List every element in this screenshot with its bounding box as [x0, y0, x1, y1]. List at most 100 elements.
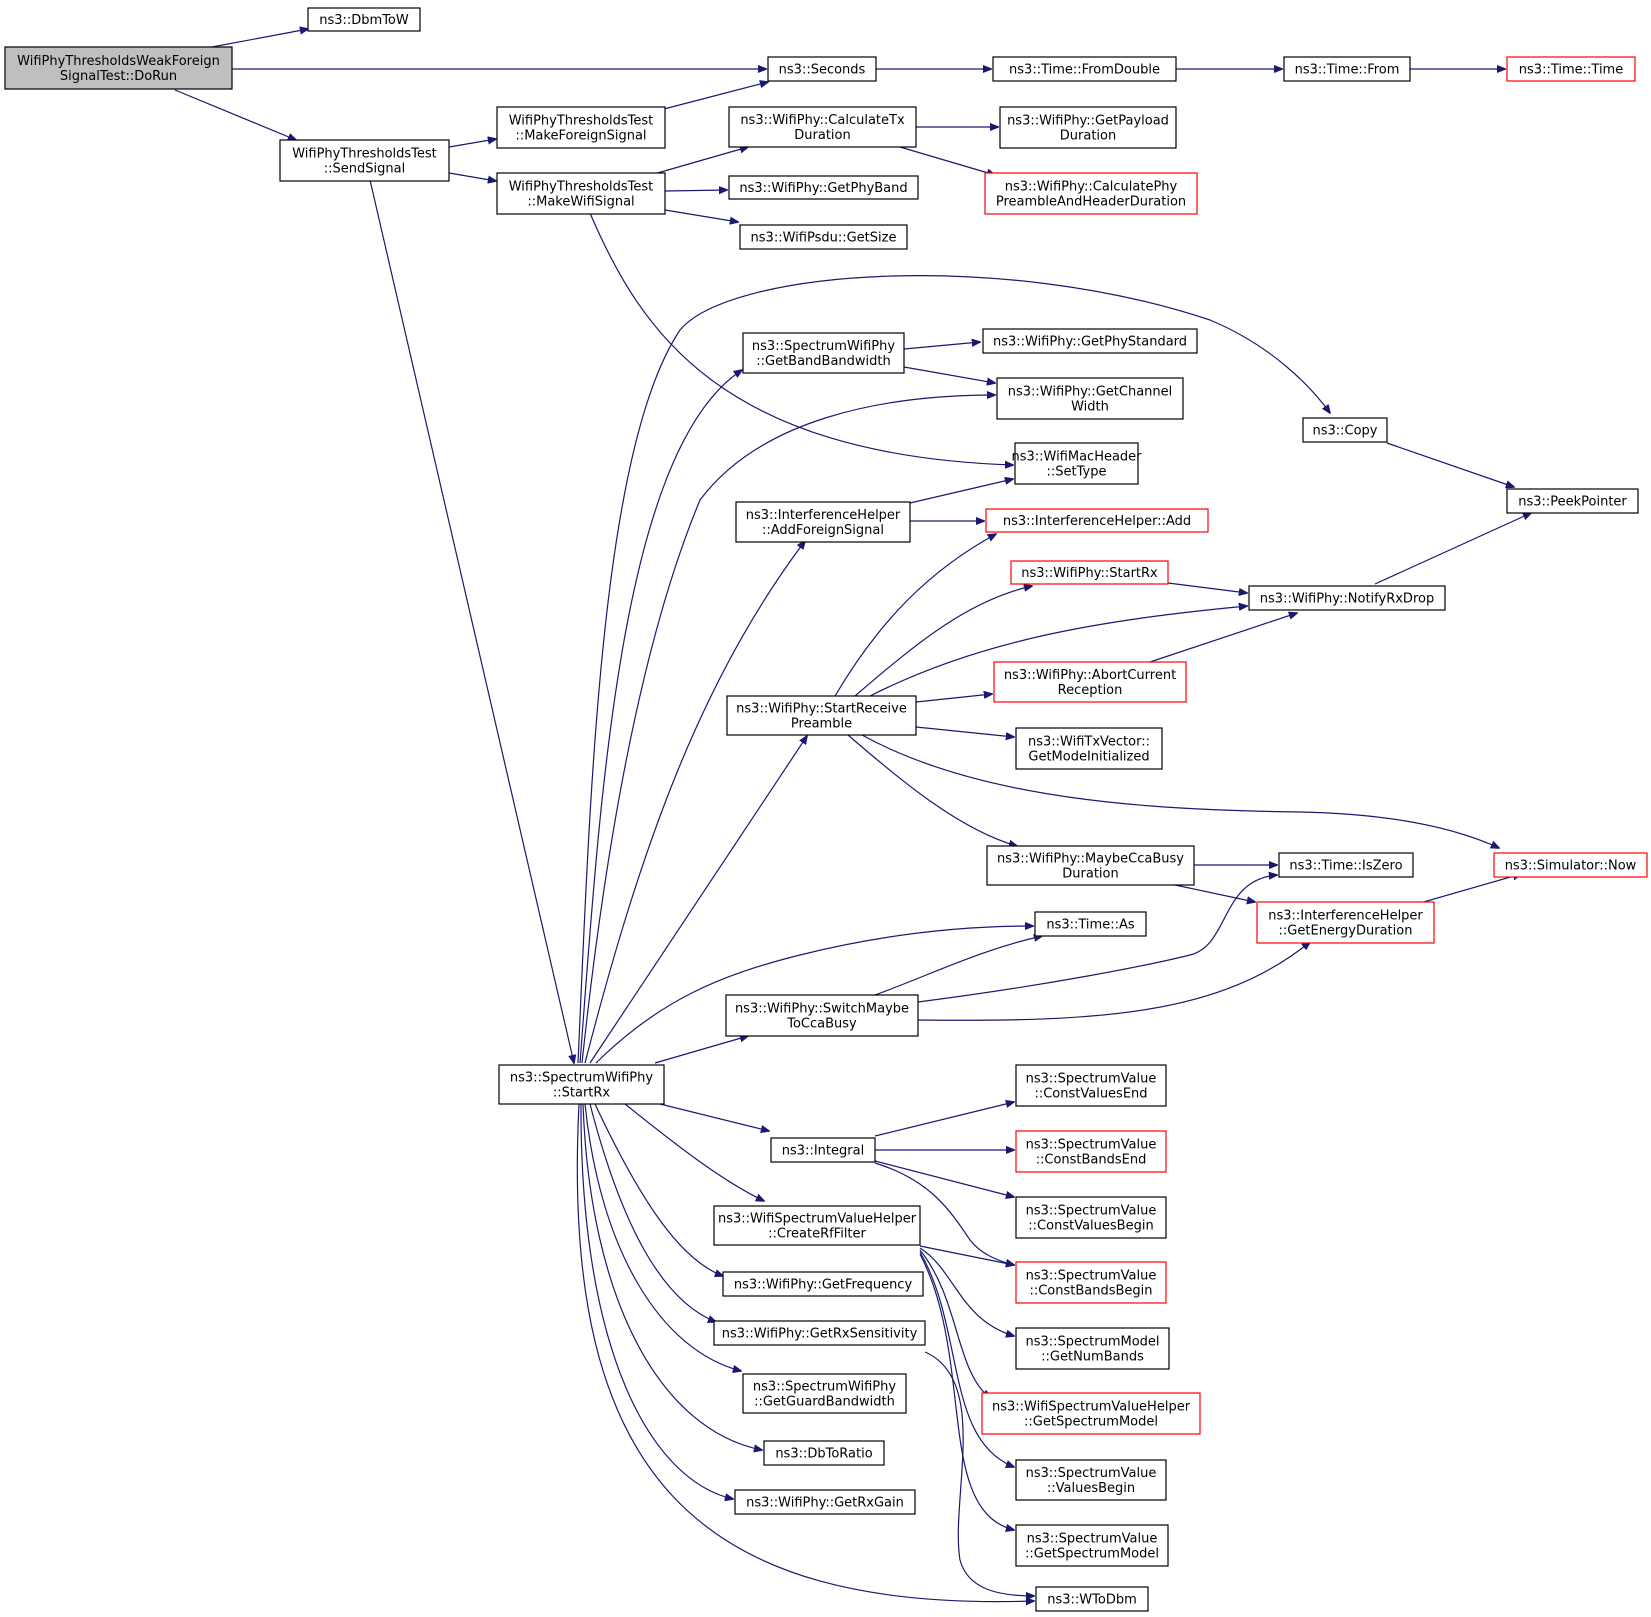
- node-label-line: ns3::Time::FromDouble: [1009, 63, 1160, 78]
- node-label-line: ::GetNumBands: [1041, 1350, 1144, 1365]
- node-label-line: PreambleAndHeaderDuration: [996, 195, 1186, 210]
- node-dbmtow[interactable]: ns3::DbmToW: [307, 7, 421, 32]
- node-box: [279, 139, 450, 182]
- node-timeas[interactable]: ns3::Time::As: [1034, 911, 1147, 937]
- node-psdusize[interactable]: ns3::WifiPsdu::GetSize: [739, 224, 908, 250]
- node-getmodeinit[interactable]: ns3::WifiTxVector::GetModeInitialized: [1015, 727, 1163, 770]
- node-label-line: ::GetEnergyDuration: [1279, 924, 1413, 939]
- node-rxsens[interactable]: ns3::WifiPhy::GetRxSensitivity: [713, 1320, 926, 1346]
- node-box: [1014, 442, 1139, 485]
- node-label-line: ns3::WifiPsdu::GetSize: [751, 231, 897, 246]
- edge-maybecca-getenergy: [1174, 884, 1255, 902]
- node-label-line: ::GetGuardBandwidth: [754, 1395, 895, 1410]
- node-dbtoratio[interactable]: ns3::DbToRatio: [763, 1440, 885, 1466]
- edge-rffilter-valuesbegin: [919, 1251, 1014, 1467]
- node-box: [728, 106, 917, 148]
- node-sendsignal[interactable]: WifiPhyThresholdsTest::SendSignal: [279, 139, 450, 182]
- node-getfreq[interactable]: ns3::WifiPhy::GetFrequency: [722, 1271, 924, 1297]
- edge-phystartrx-notifyrxdrop: [1167, 582, 1247, 593]
- node-makewifi[interactable]: WifiPhyThresholdsTest::MakeWifiSignal: [496, 172, 666, 215]
- node-wsvhgetmodel[interactable]: ns3::WifiSpectrumValueHelper::GetSpectru…: [981, 1392, 1201, 1435]
- node-box: [1256, 901, 1435, 944]
- node-valuesbegin[interactable]: ns3::SpectrumValue::ValuesBegin: [1015, 1459, 1167, 1501]
- node-cvbegin[interactable]: ns3::SpectrumValue::ConstValuesBegin: [1015, 1196, 1167, 1239]
- node-dorun[interactable]: WifiPhyThresholdsWeakForeignSignalTest::…: [4, 46, 233, 90]
- edge-copy-peekpointer: [1386, 442, 1514, 487]
- node-makeforeign[interactable]: WifiPhyThresholdsTest::MakeForeignSignal: [496, 106, 666, 149]
- node-integral[interactable]: ns3::Integral: [770, 1137, 876, 1163]
- node-addforeign[interactable]: ns3::InterferenceHelper::AddForeignSigna…: [735, 501, 911, 543]
- edge-specstartrx-switchcca: [654, 1036, 748, 1064]
- edge-notifyrxdrop-peekpointer: [1374, 513, 1531, 585]
- edge-rffilter-svgetmodel: [919, 1253, 1014, 1530]
- node-cvend[interactable]: ns3::SpectrumValue::ConstValuesEnd: [1015, 1064, 1167, 1107]
- node-guardbw[interactable]: ns3::SpectrumWifiPhy::GetGuardBandwidth: [742, 1373, 907, 1414]
- node-specstartrx[interactable]: ns3::SpectrumWifiPhy::StartRx: [498, 1064, 665, 1105]
- node-timefrom[interactable]: ns3::Time::From: [1283, 56, 1411, 82]
- edge-dorun-dbmtow: [211, 29, 308, 48]
- edge-makewifi-calctx: [653, 147, 748, 175]
- edge-rffilter-wsvhgetmodel: [919, 1249, 990, 1398]
- node-phystartrx[interactable]: ns3::WifiPhy::StartRx: [1010, 560, 1169, 585]
- node-numbands[interactable]: ns3::SpectrumModel::GetNumBands: [1015, 1327, 1170, 1370]
- node-simnow[interactable]: ns3::Simulator::Now: [1493, 852, 1648, 878]
- edge-rxsens-wtodbm: [924, 1351, 1034, 1596]
- node-label-line: ns3::Integral: [782, 1144, 864, 1159]
- node-cbend[interactable]: ns3::SpectrumValue::ConstBandsEnd: [1015, 1130, 1167, 1173]
- node-box: [767, 56, 877, 82]
- edge-sendsignal-makeforeign: [448, 139, 496, 148]
- node-fromdouble[interactable]: ns3::Time::FromDouble: [992, 56, 1177, 82]
- node-wtodbm[interactable]: ns3::WToDbm: [1035, 1586, 1149, 1612]
- node-iszero[interactable]: ns3::Time::IsZero: [1278, 852, 1414, 878]
- node-label-line: ns3::WifiPhy::GetPhyStandard: [993, 335, 1187, 350]
- node-calcphy[interactable]: ns3::WifiPhy::CalculatePhyPreambleAndHea…: [984, 172, 1198, 215]
- node-label-line: ns3::SpectrumValue: [1026, 1269, 1157, 1284]
- node-ihadd[interactable]: ns3::InterferenceHelper::Add: [985, 508, 1209, 533]
- node-box: [307, 7, 421, 32]
- node-getbandbw[interactable]: ns3::SpectrumWifiPhy::GetBandBandwidth: [742, 332, 905, 374]
- node-getenergy[interactable]: ns3::InterferenceHelper::GetEnergyDurati…: [1256, 901, 1435, 944]
- node-timetime[interactable]: ns3::Time::Time: [1506, 56, 1636, 82]
- node-label-line: ns3::DbmToW: [319, 13, 409, 28]
- node-box: [996, 377, 1184, 420]
- node-cbbegin[interactable]: ns3::SpectrumValue::ConstBandsBegin: [1015, 1261, 1167, 1304]
- edge-rffilter-numbands: [919, 1247, 1014, 1336]
- node-svgetmodel[interactable]: ns3::SpectrumValue::GetSpectrumModel: [1015, 1524, 1169, 1567]
- node-label-line: ::ConstValuesBegin: [1028, 1219, 1153, 1234]
- node-label-line: Duration: [794, 128, 850, 143]
- node-label-line: ::SetType: [1047, 465, 1107, 480]
- node-label-line: ::ConstValuesEnd: [1034, 1087, 1147, 1102]
- node-rffilter[interactable]: ns3::WifiSpectrumValueHelper::CreateRfFi…: [713, 1205, 921, 1246]
- node-settype[interactable]: ns3::WifiMacHeader::SetType: [1011, 442, 1142, 485]
- node-label-line: ns3::SpectrumValue: [1026, 1072, 1157, 1087]
- node-box: [1015, 1130, 1167, 1173]
- node-notifyrxdrop[interactable]: ns3::WifiPhy::NotifyRxDrop: [1248, 585, 1446, 611]
- node-seconds[interactable]: ns3::Seconds: [767, 56, 877, 82]
- node-label-line: ::MakeWifiSignal: [527, 195, 634, 210]
- node-label-line: SignalTest::DoRun: [60, 69, 177, 84]
- node-label-line: WifiPhyThresholdsTest: [292, 147, 437, 162]
- node-getphyband[interactable]: ns3::WifiPhy::GetPhyBand: [728, 175, 919, 200]
- node-box: [1010, 560, 1169, 585]
- node-label-line: ns3::WifiPhy::NotifyRxDrop: [1260, 592, 1434, 607]
- node-box: [986, 845, 1195, 886]
- edge-startrecv-getmodeinit: [915, 726, 1014, 737]
- node-box: [770, 1137, 876, 1163]
- node-label-line: ns3::WifiPhy::SwitchMaybe: [735, 1002, 909, 1017]
- node-peekpointer[interactable]: ns3::PeekPointer: [1506, 488, 1639, 514]
- node-copy[interactable]: ns3::Copy: [1302, 417, 1388, 443]
- node-box: [1283, 56, 1411, 82]
- node-box: [713, 1320, 926, 1346]
- node-rxgain[interactable]: ns3::WifiPhy::GetRxGain: [734, 1489, 916, 1515]
- edge-specstartrx-rxsens: [589, 1103, 716, 1322]
- node-label-line: WifiPhyThresholdsTest: [509, 114, 654, 129]
- node-label-line: ns3::Copy: [1312, 424, 1377, 439]
- node-getphystd[interactable]: ns3::WifiPhy::GetPhyStandard: [982, 328, 1198, 354]
